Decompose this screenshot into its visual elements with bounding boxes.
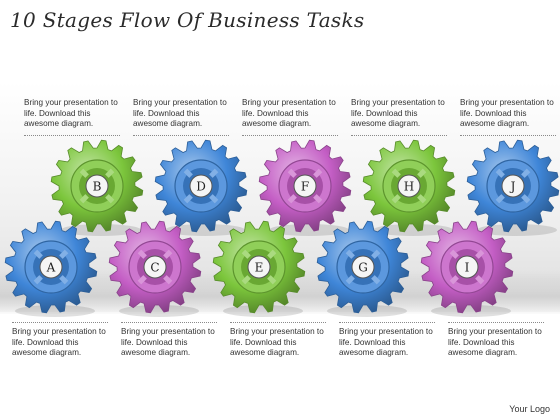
top-note-text: Bring your presentation to life. Downloa… <box>24 98 118 128</box>
divider <box>242 134 338 136</box>
bottom-note-3: Bring your presentation to life. Downloa… <box>230 322 330 359</box>
divider <box>460 134 556 136</box>
bottom-note-text: Bring your presentation to life. Downloa… <box>121 327 215 357</box>
bottom-note-1: Bring your presentation to life. Downloa… <box>12 322 112 359</box>
top-note-1: Bring your presentation to life. Downloa… <box>24 98 124 136</box>
bottom-note-text: Bring your presentation to life. Downloa… <box>448 327 542 357</box>
divider <box>448 322 544 323</box>
divider <box>133 134 229 136</box>
top-note-text: Bring your presentation to life. Downloa… <box>133 98 227 128</box>
bottom-note-text: Bring your presentation to life. Downloa… <box>339 327 433 357</box>
top-note-3: Bring your presentation to life. Downloa… <box>242 98 342 136</box>
top-note-4: Bring your presentation to life. Downloa… <box>351 98 451 136</box>
divider <box>12 322 108 323</box>
bottom-note-text: Bring your presentation to life. Downloa… <box>12 327 106 357</box>
bottom-note-2: Bring your presentation to life. Downloa… <box>121 322 221 359</box>
top-note-text: Bring your presentation to life. Downloa… <box>460 98 554 128</box>
bottom-note-text: Bring your presentation to life. Downloa… <box>230 327 324 357</box>
divider <box>339 322 435 323</box>
divider <box>230 322 326 323</box>
bottom-note-5: Bring your presentation to life. Downloa… <box>448 322 548 359</box>
page-title: 10 Stages Flow Of Business Tasks <box>10 8 365 32</box>
divider <box>351 134 447 136</box>
divider <box>24 134 120 136</box>
top-note-text: Bring your presentation to life. Downloa… <box>351 98 445 128</box>
top-note-2: Bring your presentation to life. Downloa… <box>133 98 233 136</box>
top-note-5: Bring your presentation to life. Downloa… <box>460 98 560 136</box>
divider <box>121 322 217 323</box>
top-note-text: Bring your presentation to life. Downloa… <box>242 98 336 128</box>
bottom-note-4: Bring your presentation to life. Downloa… <box>339 322 439 359</box>
logo-text: Your Logo <box>509 404 550 414</box>
floor-shadow <box>0 270 560 314</box>
